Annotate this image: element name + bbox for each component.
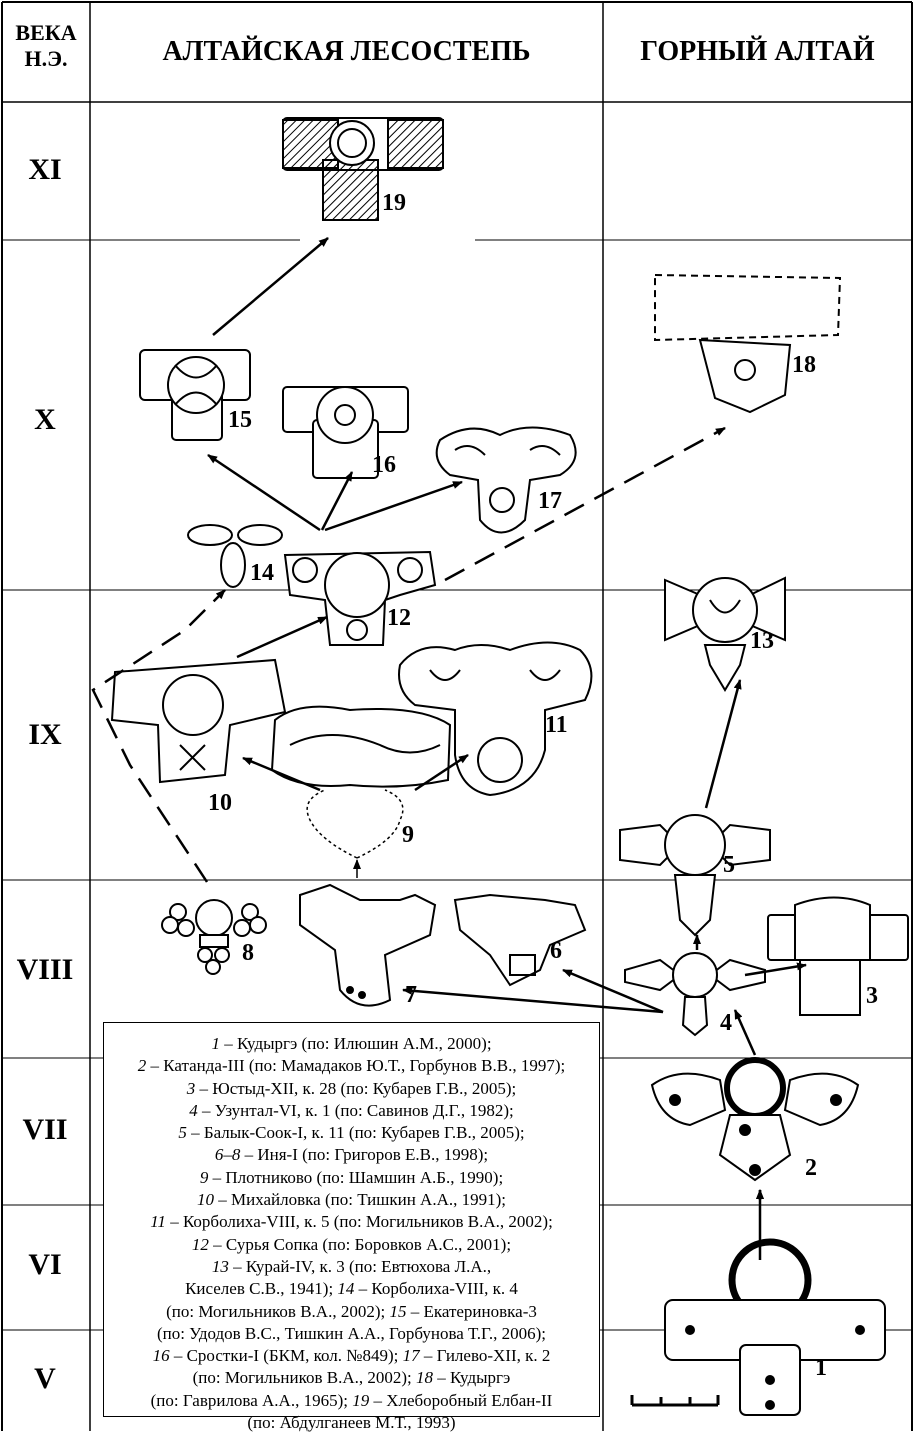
artifact-12 xyxy=(285,552,435,645)
legend-line: 13 – Курай-IV, к. 3 (по: Евтюхова Л.А., xyxy=(110,1256,593,1278)
artifact-19 xyxy=(283,118,443,220)
century-viii: VIII xyxy=(0,953,90,987)
legend-line: (по: Могильников В.А., 2002); 15 – Екате… xyxy=(110,1301,593,1323)
artifact-3 xyxy=(768,898,908,1016)
artifact-5 xyxy=(620,815,770,935)
artifact-number-16: 16 xyxy=(372,452,396,479)
legend-line: 5 – Балык-Соок-I, к. 11 (по: Кубарев Г.В… xyxy=(110,1122,593,1144)
legend-line: 12 – Сурья Сопка (по: Боровков А.С., 200… xyxy=(110,1234,593,1256)
artifact-18 xyxy=(655,275,840,412)
scale-bar xyxy=(632,1395,718,1405)
legend-line: 4 – Узунтал-VI, к. 1 (по: Савинов Д.Г., … xyxy=(110,1100,593,1122)
artifact-number-7: 7 xyxy=(405,982,417,1009)
artifact-17 xyxy=(437,428,576,533)
mountain-altai-header: ГОРНЫЙ АЛТАЙ xyxy=(603,36,912,68)
legend-line: (по: Гаврилова А.А., 1965); 19 – Хлеборо… xyxy=(110,1390,593,1412)
century-xi: XI xyxy=(0,153,90,187)
artifact-number-19: 19 xyxy=(382,190,406,217)
artifact-number-6: 6 xyxy=(550,938,562,965)
legend-line: (по: Удодов В.С., Тишкин А.А., Горбунова… xyxy=(110,1323,593,1345)
century-header-line1: ВЕКА xyxy=(2,20,90,46)
legend-line: 2 – Катанда-III (по: Мамадаков Ю.Т., Гор… xyxy=(110,1055,593,1077)
legend-line: 3 – Юстыд-XII, к. 28 (по: Кубарев Г.В., … xyxy=(110,1078,593,1100)
legend-line: 11 – Корболиха-VIII, к. 5 (по: Могильник… xyxy=(110,1211,593,1233)
artifact-number-11: 11 xyxy=(545,712,568,739)
artifact-number-4: 4 xyxy=(720,1010,732,1037)
artifact-number-15: 15 xyxy=(228,407,252,434)
legend-line: 16 – Сростки-I (БКМ, кол. №849); 17 – Ги… xyxy=(110,1345,593,1367)
artifact-number-5: 5 xyxy=(723,852,735,879)
artifact-number-14: 14 xyxy=(250,560,274,587)
legend-line: (по: Могильников В.А., 2002); 18 – Кудыр… xyxy=(110,1367,593,1389)
legend-line: Киселев С.В., 1941); 14 – Корболиха-VIII… xyxy=(110,1278,593,1300)
dotted-links xyxy=(307,790,403,858)
century-header: ВЕКА Н.Э. xyxy=(2,20,90,72)
artifact-number-17: 17 xyxy=(538,488,562,515)
artifact-number-10: 10 xyxy=(208,790,232,817)
artifact-number-8: 8 xyxy=(242,940,254,967)
artifact-number-9: 9 xyxy=(402,822,414,849)
century-x: X xyxy=(0,403,90,437)
artifact-number-12: 12 xyxy=(387,605,411,632)
century-header-line2: Н.Э. xyxy=(2,46,90,72)
artifact-number-3: 3 xyxy=(866,983,878,1010)
artifact-2 xyxy=(652,1060,858,1180)
century-vii: VII xyxy=(0,1113,90,1147)
century-vi: VI xyxy=(0,1248,90,1282)
artifact-number-1: 1 xyxy=(815,1355,827,1382)
century-v: V xyxy=(0,1362,90,1396)
legend-line: 6–8 – Иня-I (по: Григоров Е.В., 1998); xyxy=(110,1144,593,1166)
artifact-number-2: 2 xyxy=(805,1155,817,1182)
artifact-1 xyxy=(665,1242,885,1415)
forest-steppe-header: АЛТАЙСКАЯ ЛЕСОСТЕПЬ xyxy=(90,36,603,68)
artifact-4 xyxy=(625,953,765,1035)
legend-line: 9 – Плотниково (по: Шамшин А.Б., 1990); xyxy=(110,1167,593,1189)
legend-box: 1 – Кудыргэ (по: Илюшин А.М., 2000); 2 –… xyxy=(103,1022,600,1417)
century-ix: IX xyxy=(0,718,90,752)
legend-line: 1 – Кудыргэ (по: Илюшин А.М., 2000); xyxy=(110,1033,593,1055)
artifact-number-13: 13 xyxy=(750,628,774,655)
legend-line: 10 – Михайловка (по: Тишкин А.А., 1991); xyxy=(110,1189,593,1211)
artifact-9 xyxy=(272,707,450,787)
artifact-number-18: 18 xyxy=(792,352,816,379)
